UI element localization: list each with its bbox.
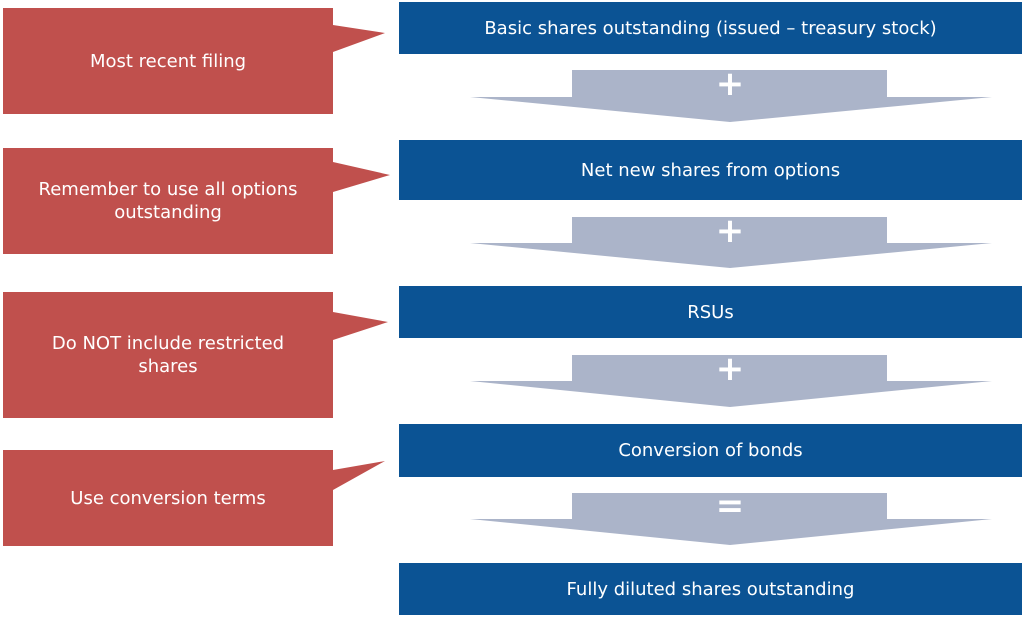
down-arrow-3 bbox=[470, 355, 992, 407]
step-basic-shares: Basic shares outstanding (issued – treas… bbox=[484, 17, 937, 39]
callout-shape-1 bbox=[3, 8, 385, 114]
step-rsus: RSUs bbox=[687, 301, 734, 323]
callout-text-4: Use conversion terms bbox=[70, 487, 266, 509]
equals-operator: = bbox=[715, 486, 745, 526]
plus-operator-1: + bbox=[715, 64, 745, 104]
plus-operator-2: + bbox=[715, 211, 745, 251]
callout-shape-2 bbox=[3, 148, 390, 254]
callout-shape-3 bbox=[3, 292, 388, 418]
down-arrow-2 bbox=[470, 217, 992, 268]
callout-text-1: Most recent filing bbox=[89, 50, 247, 72]
step-fully-diluted: Fully diluted shares outstanding bbox=[566, 578, 855, 600]
callout-shape-4 bbox=[3, 450, 385, 546]
down-arrow-4 bbox=[470, 493, 992, 545]
step-box-5 bbox=[399, 563, 1022, 615]
step-box-2 bbox=[399, 140, 1022, 200]
down-arrow-1 bbox=[470, 70, 992, 122]
plus-operator-3: + bbox=[715, 349, 745, 389]
step-box-4 bbox=[399, 424, 1022, 477]
callout-text-2: Remember to use all options outstanding bbox=[38, 179, 298, 223]
step-bonds: Conversion of bonds bbox=[618, 440, 803, 461]
step-box-3 bbox=[399, 286, 1022, 338]
step-box-1 bbox=[399, 2, 1022, 54]
callout-text-3: Do NOT include restricted shares bbox=[51, 333, 285, 377]
step-options: Net new shares from options bbox=[580, 159, 841, 181]
